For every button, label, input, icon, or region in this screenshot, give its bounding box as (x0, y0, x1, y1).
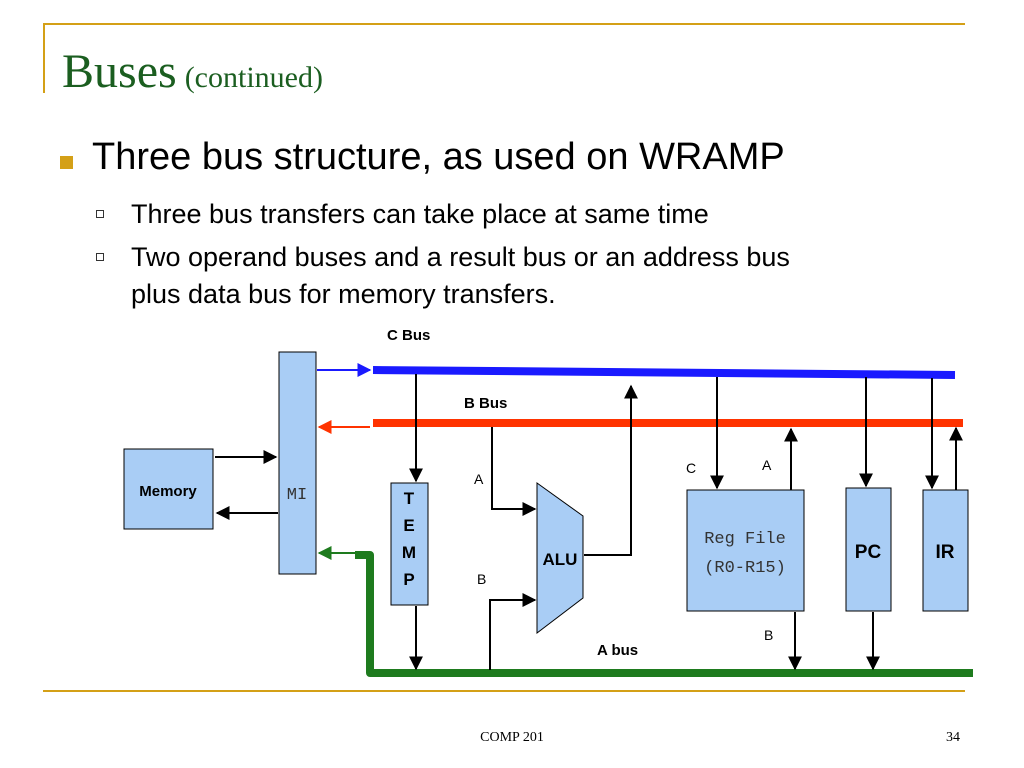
regfile-block (686, 489, 805, 612)
footer-course: COMP 201 (480, 730, 544, 745)
b-bus-label: B Bus (464, 395, 507, 412)
slide-title: Buses(continued) (62, 44, 323, 99)
sub-bullet-2-cont-text: plus data bus for memory transfers. (131, 279, 556, 309)
sub-bullet-square-icon (96, 210, 104, 218)
temp-letter-e: E (403, 516, 414, 535)
a-bus-line (355, 551, 973, 677)
c-bus-label: C Bus (387, 327, 430, 344)
regfile-port-c-label: C (686, 460, 696, 476)
ir-block (922, 489, 969, 612)
temp-letter-p: P (403, 570, 414, 589)
mi-block (278, 351, 317, 575)
title-main: Buses (62, 45, 177, 98)
temp-letter-t: T (404, 489, 415, 508)
temp-letter-m: M (402, 543, 416, 562)
alu-to-cbus-arrow (584, 384, 638, 556)
sub-bullet-2-text: Two operand buses and a result bus or an… (131, 242, 790, 272)
temp-block (390, 482, 429, 606)
ir-label: IR (936, 542, 955, 563)
title-sub: (continued) (184, 61, 323, 94)
frame-top-line (43, 23, 965, 25)
footer-page-number: 34 (946, 730, 960, 745)
a-bus-label: A bus (597, 642, 638, 659)
mi-label: MI (287, 486, 307, 505)
memory-label: Memory (139, 483, 197, 500)
alu-block (536, 482, 584, 635)
bbus-to-alu-a-arrow (491, 427, 537, 516)
alu-input-b-label: B (477, 571, 486, 587)
c-bus-line (372, 366, 956, 379)
abus-to-alu-b-arrow (489, 593, 537, 670)
regfile-port-b-label: B (764, 627, 773, 643)
main-bullet-text: Three bus structure, as used on WRAMP (92, 136, 785, 178)
alu-input-a-label: A (474, 471, 484, 487)
regfile-label-line2: (R0-R15) (704, 559, 786, 578)
frame-left-line (43, 23, 45, 93)
pc-label: PC (855, 542, 882, 563)
memory-block (123, 448, 214, 530)
alu-label: ALU (543, 550, 578, 569)
regfile-port-a-label: A (762, 457, 772, 473)
pc-block (845, 487, 892, 612)
bullet-square-icon (60, 156, 73, 169)
sub-bullet-1-text: Three bus transfers can take place at sa… (131, 199, 709, 229)
frame-bottom-line (43, 690, 965, 692)
sub-bullet-square-icon (96, 253, 104, 261)
regfile-label-line1: Reg File (704, 530, 786, 549)
